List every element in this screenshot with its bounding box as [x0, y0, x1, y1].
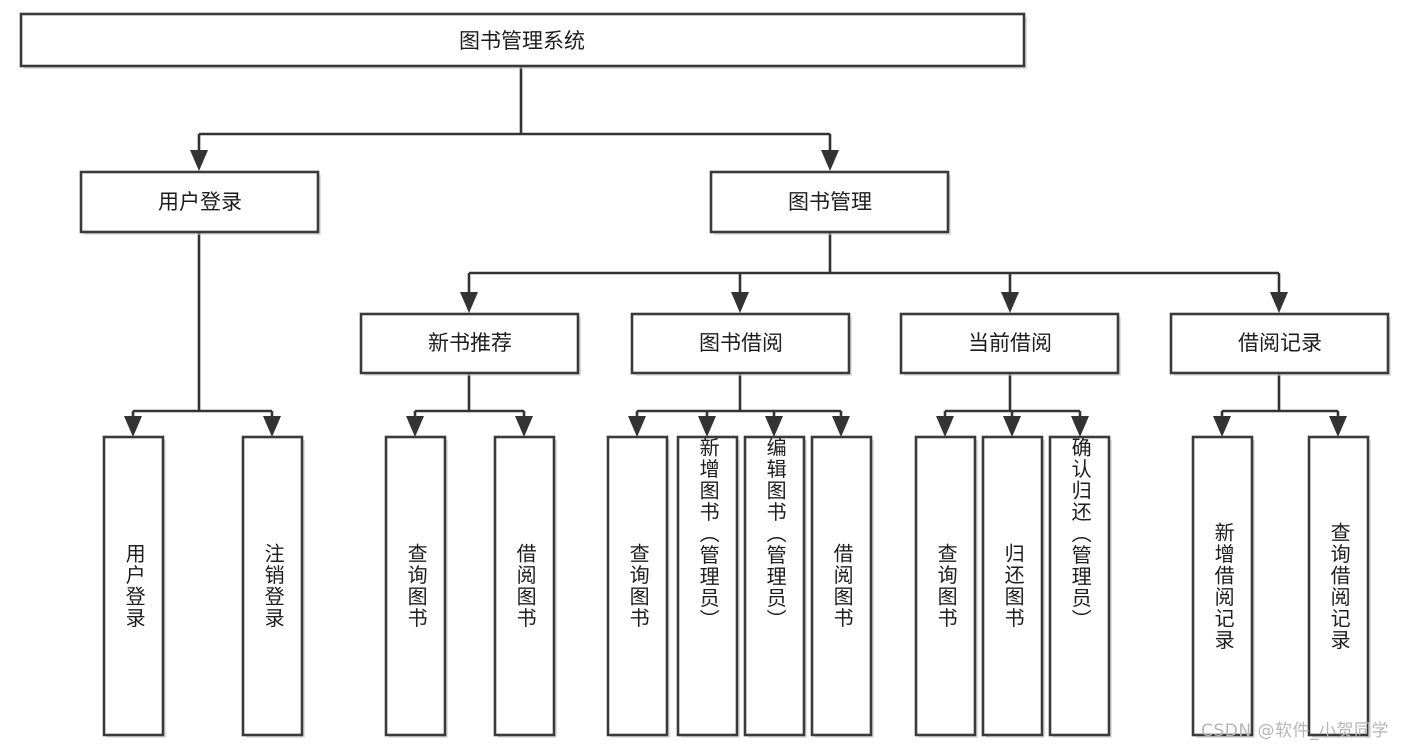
leaf-book-borrow-4-box[interactable]: [810, 435, 873, 737]
leaf-borrow-record-2-box[interactable]: [1307, 435, 1370, 737]
connector-group-book-mgmt: [460, 233, 1288, 313]
node-borrow-record-box[interactable]: [1169, 312, 1390, 375]
arrow-head-new-book: [460, 292, 478, 313]
node-root-system[interactable]: 图书管理系统: [19, 12, 1027, 69]
connector-group-root: [190, 67, 839, 171]
node-new-book-recommend-label: 新书推荐: [428, 331, 512, 355]
node-user-login[interactable]: 用户登录: [79, 170, 321, 235]
node-user-login-label: 用户登录: [158, 190, 242, 214]
node-current-borrow[interactable]: 当前借阅: [899, 312, 1121, 376]
node-borrow-record[interactable]: 借阅记录: [1169, 312, 1391, 376]
arrow-head-leaf-current-borrow-2: [1003, 416, 1021, 437]
arrow-head-leaf-user-login-2: [263, 416, 281, 437]
leaf-book-borrow-2-box[interactable]: [676, 435, 739, 737]
arrow-head-leaf-book-borrow-4: [832, 416, 850, 437]
arrow-head-leaf-current-borrow-3: [1071, 416, 1089, 437]
watermark-text: CSDN @软件_小贺同学: [1201, 721, 1389, 741]
node-book-management-label: 图书管理: [788, 190, 872, 214]
leaf-current-borrow-2-box[interactable]: [981, 435, 1044, 737]
arrow-head-leaf-book-borrow-1: [628, 416, 646, 437]
node-book-borrow-label: 图书借阅: [699, 331, 783, 355]
arrow-head-leaf-new-book-1: [406, 416, 424, 437]
arrow-head-leaf-book-borrow-2: [698, 416, 716, 437]
leaf-user-login-2-box[interactable]: [241, 435, 304, 737]
arrow-head-book-mgmt: [821, 150, 839, 171]
arrow-head-leaf-user-login-1: [124, 416, 142, 437]
leaf-boxes-book-borrow: [606, 435, 874, 738]
leaf-boxes-user-login: [102, 435, 305, 738]
arrow-head-leaf-current-borrow-1: [936, 416, 954, 437]
node-book-borrow[interactable]: 图书借阅: [630, 312, 852, 376]
leaf-boxes-current-borrow: [914, 435, 1112, 738]
node-root-system-box[interactable]: [19, 12, 1026, 68]
arrow-head-current-borrow: [1001, 292, 1019, 313]
leaf-new-book-2-box[interactable]: [493, 435, 556, 737]
node-book-management[interactable]: 图书管理: [709, 170, 951, 235]
connector-group-borrow-record-leaves: [1213, 374, 1347, 437]
leaf-current-borrow-1-box[interactable]: [914, 435, 977, 737]
node-root-system-label: 图书管理系统: [459, 29, 585, 53]
node-new-book-recommend[interactable]: 新书推荐: [359, 312, 581, 376]
node-borrow-record-label: 借阅记录: [1238, 331, 1322, 355]
node-book-management-box[interactable]: [709, 170, 950, 234]
connector-group-new-book-leaves: [406, 374, 533, 437]
node-current-borrow-box[interactable]: [899, 312, 1120, 375]
arrow-head-leaf-borrow-record-1: [1213, 416, 1231, 437]
arrow-head-leaf-new-book-2: [515, 416, 533, 437]
node-current-borrow-label: 当前借阅: [968, 331, 1052, 355]
connector-group-current-borrow-leaves: [936, 374, 1089, 437]
node-book-borrow-box[interactable]: [630, 312, 851, 375]
arrow-head-leaf-borrow-record-2: [1329, 416, 1347, 437]
arrow-head-user-login: [190, 150, 208, 171]
arrow-head-book-borrow: [731, 292, 749, 313]
connector-group-user-login-leaves: [124, 233, 281, 437]
leaf-boxes-new-book-recommend: [384, 435, 557, 738]
arrow-head-leaf-book-borrow-3: [765, 416, 783, 437]
leaf-boxes-borrow-record: [1191, 435, 1371, 738]
leaf-new-book-1-box[interactable]: [384, 435, 447, 737]
connector-group-book-borrow-leaves: [628, 374, 850, 437]
arrow-head-borrow-record: [1270, 292, 1288, 313]
node-user-login-box[interactable]: [79, 170, 320, 234]
leaf-current-borrow-3-box[interactable]: [1048, 435, 1111, 737]
leaf-borrow-record-1-box[interactable]: [1191, 435, 1254, 737]
leaf-book-borrow-3-box[interactable]: [743, 435, 806, 737]
node-new-book-recommend-box[interactable]: [359, 312, 580, 375]
leaf-user-login-1-box[interactable]: [102, 435, 165, 737]
leaf-book-borrow-1-box[interactable]: [606, 435, 669, 737]
